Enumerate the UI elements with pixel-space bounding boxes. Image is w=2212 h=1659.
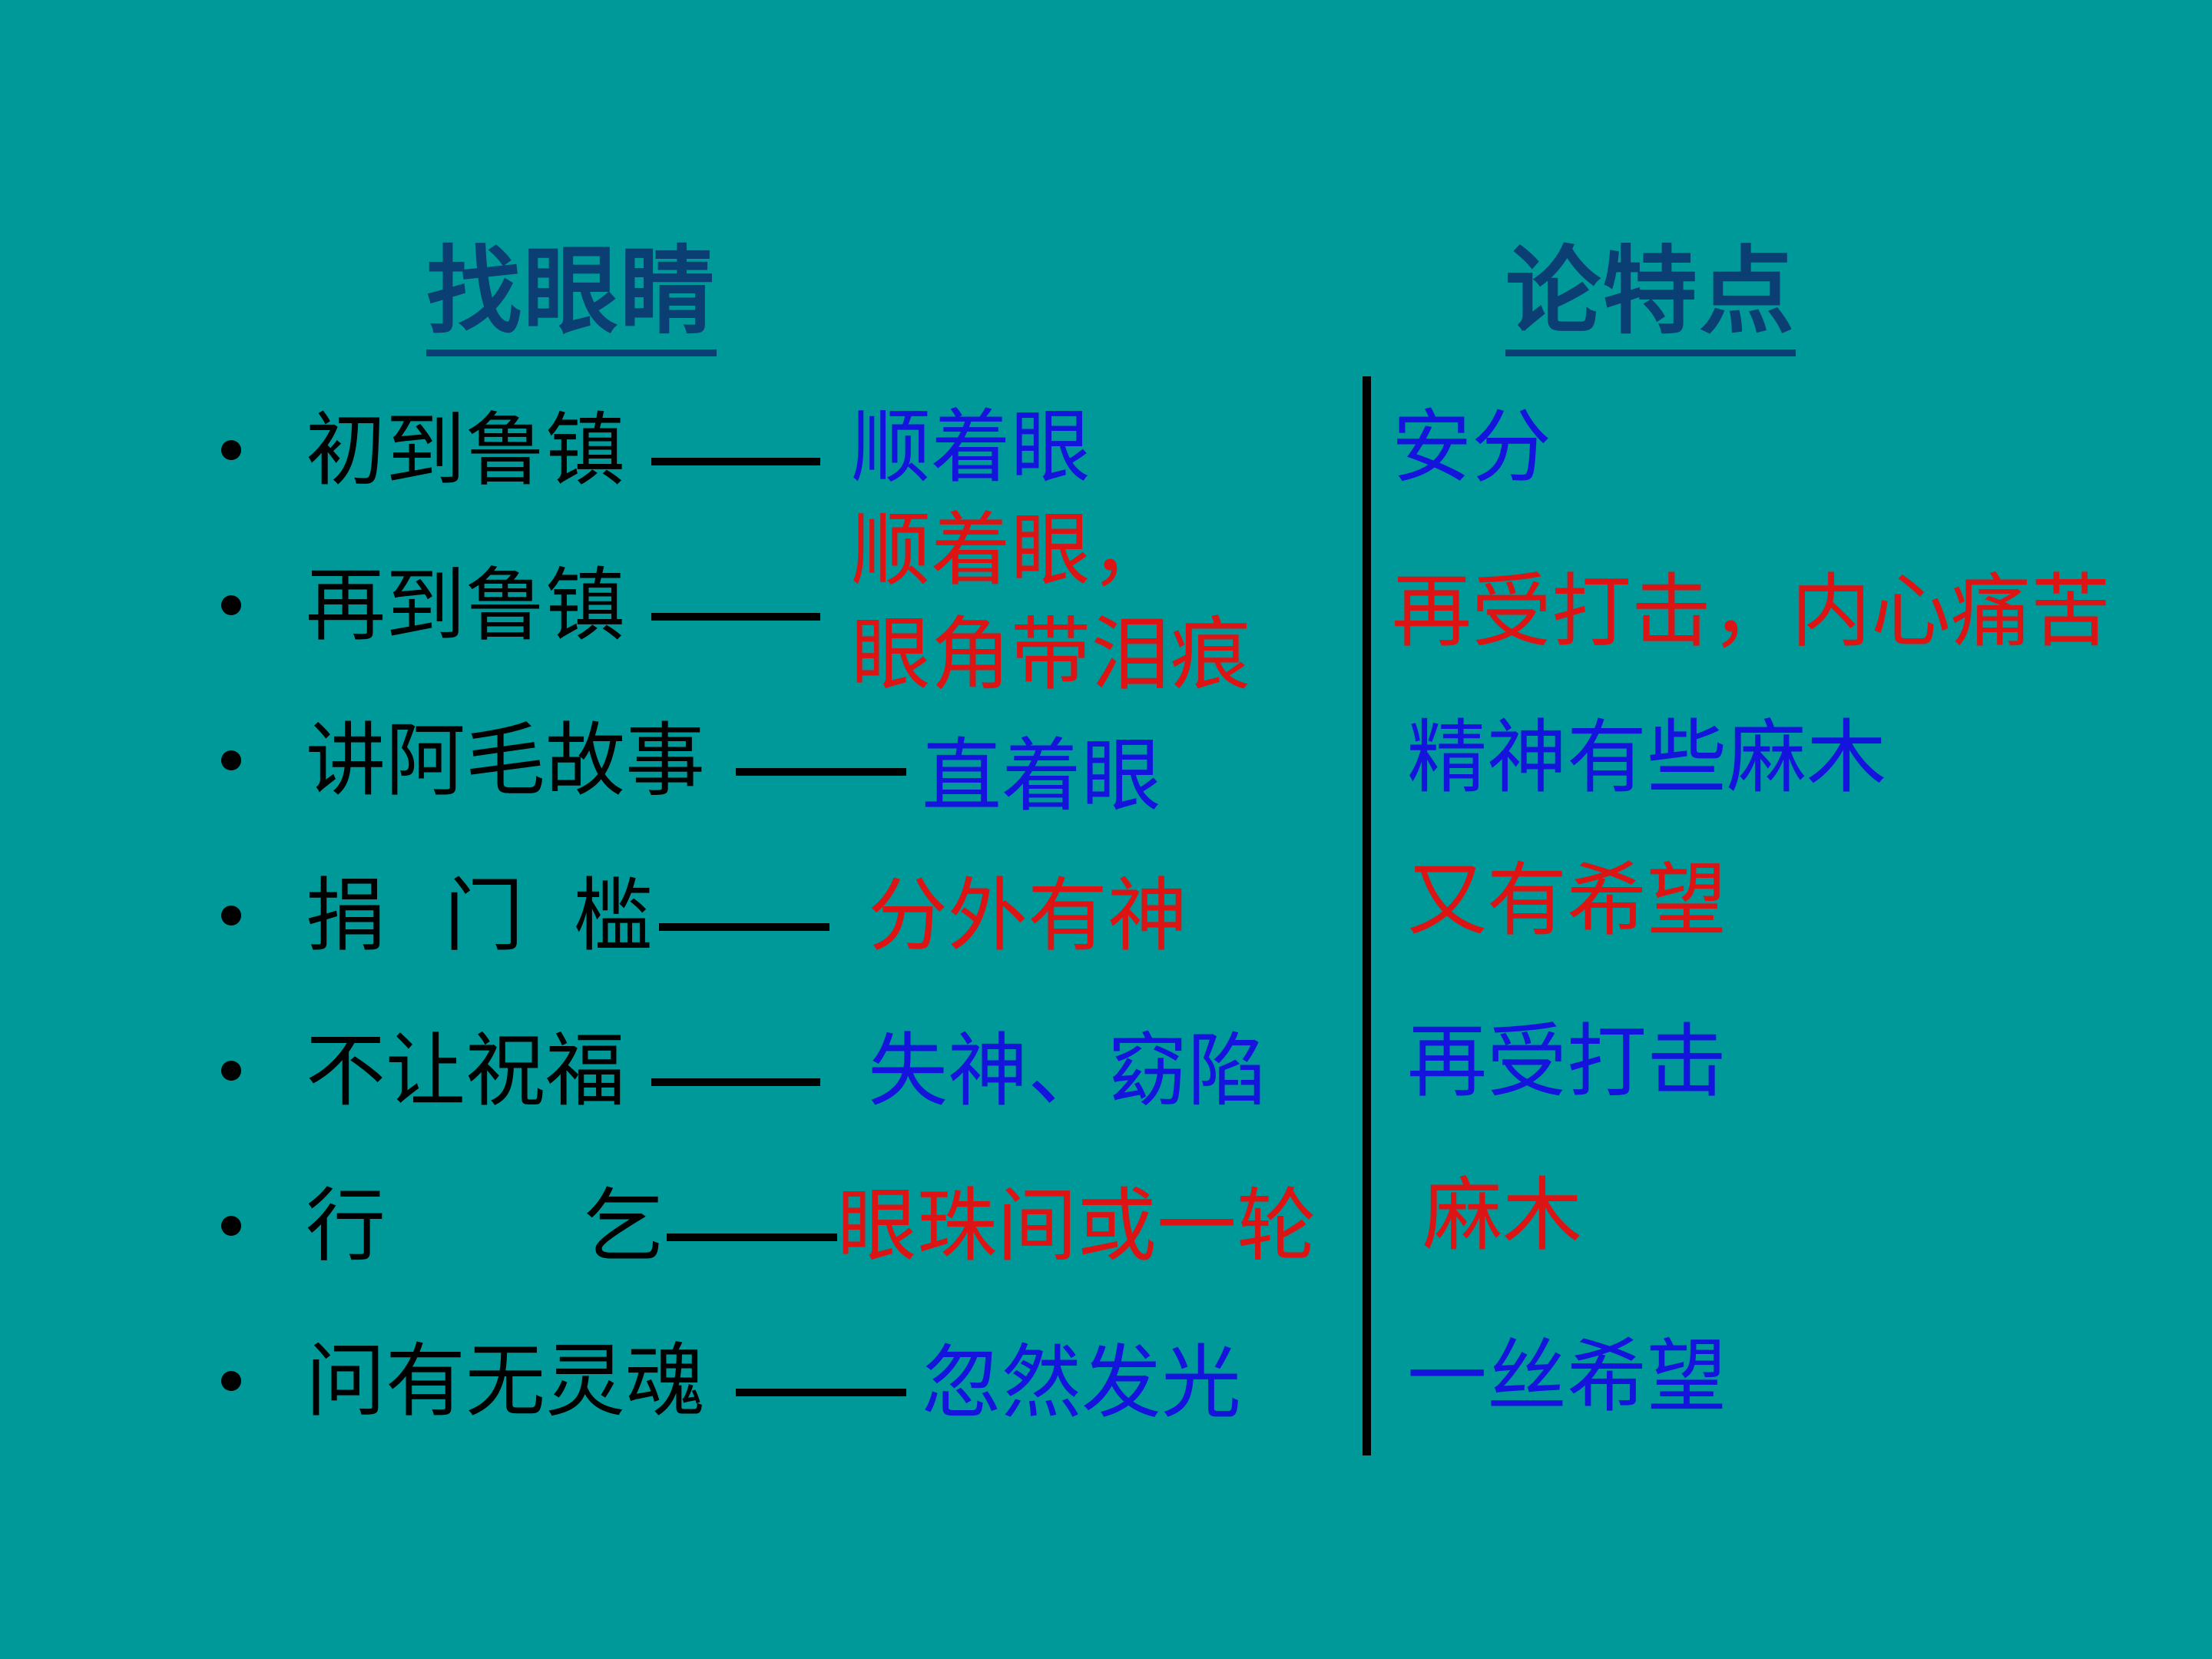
row-7-dash [736,1389,906,1396]
bullet-2 [221,595,241,615]
left-heading-underline [426,349,717,356]
right-column-heading: 论特点 [1505,244,1796,356]
row-1-trait: 安分 [1392,400,1552,494]
row-1-dash [651,458,820,465]
row-5-eye: 失神、窈陷 [868,1024,1268,1118]
bullet-5 [221,1061,241,1081]
row-4-label-part-1: 捐 [306,869,386,962]
bullet-6 [221,1216,241,1236]
row-2-label: 再到鲁镇 [306,558,626,652]
row-3-trait: 精神有些麻木 [1407,710,1887,804]
row-5-dash [651,1078,820,1086]
row-7-eye: 忽然发光 [922,1336,1242,1429]
column-divider [1363,376,1371,1455]
row-4-trait: 又有希望 [1407,853,1727,947]
row-6-label-part-1: 行 [306,1179,386,1273]
row-7-trait: 一丝希望 [1407,1330,1727,1423]
row-1-label: 初到鲁镇 [306,403,626,497]
row-3-eye: 直着眼 [922,729,1162,823]
row-4-label-part-3: 槛 [573,869,654,962]
row-2-eye-line1: 顺着眼， [851,503,1171,597]
row-5-label: 不让祝福 [306,1024,626,1118]
row-4-eye: 分外有神 [868,869,1188,962]
bullet-4 [221,906,241,926]
right-heading-underline [1505,349,1796,356]
row-6-eye: 眼珠间或一轮 [837,1179,1317,1273]
row-6-label-part-2: 乞 [584,1179,664,1273]
row-4-dash [659,923,830,931]
row-1-eye: 顺着眼 [851,400,1091,494]
left-heading-text: 找眼睛 [426,237,717,347]
row-2-trait: 再受打击，内心痛苦 [1392,565,2111,658]
row-6-trait: 麻木 [1422,1168,1583,1262]
row-6-dash [667,1233,837,1241]
bullet-1 [221,440,241,460]
bullet-3 [221,750,241,770]
row-3-label: 讲阿毛故事 [306,714,706,807]
row-7-label: 问有无灵魂 [306,1334,706,1428]
bullet-7 [221,1371,241,1391]
left-column-heading: 找眼睛 [426,244,717,356]
row-5-trait: 再受打击 [1407,1015,1727,1108]
row-2-eye-line2: 眼角带泪痕 [851,608,1251,701]
row-3-dash [736,768,906,776]
row-2-dash [651,613,820,621]
row-4-label-part-2: 门 [444,869,525,962]
right-heading-text: 论特点 [1505,237,1796,347]
